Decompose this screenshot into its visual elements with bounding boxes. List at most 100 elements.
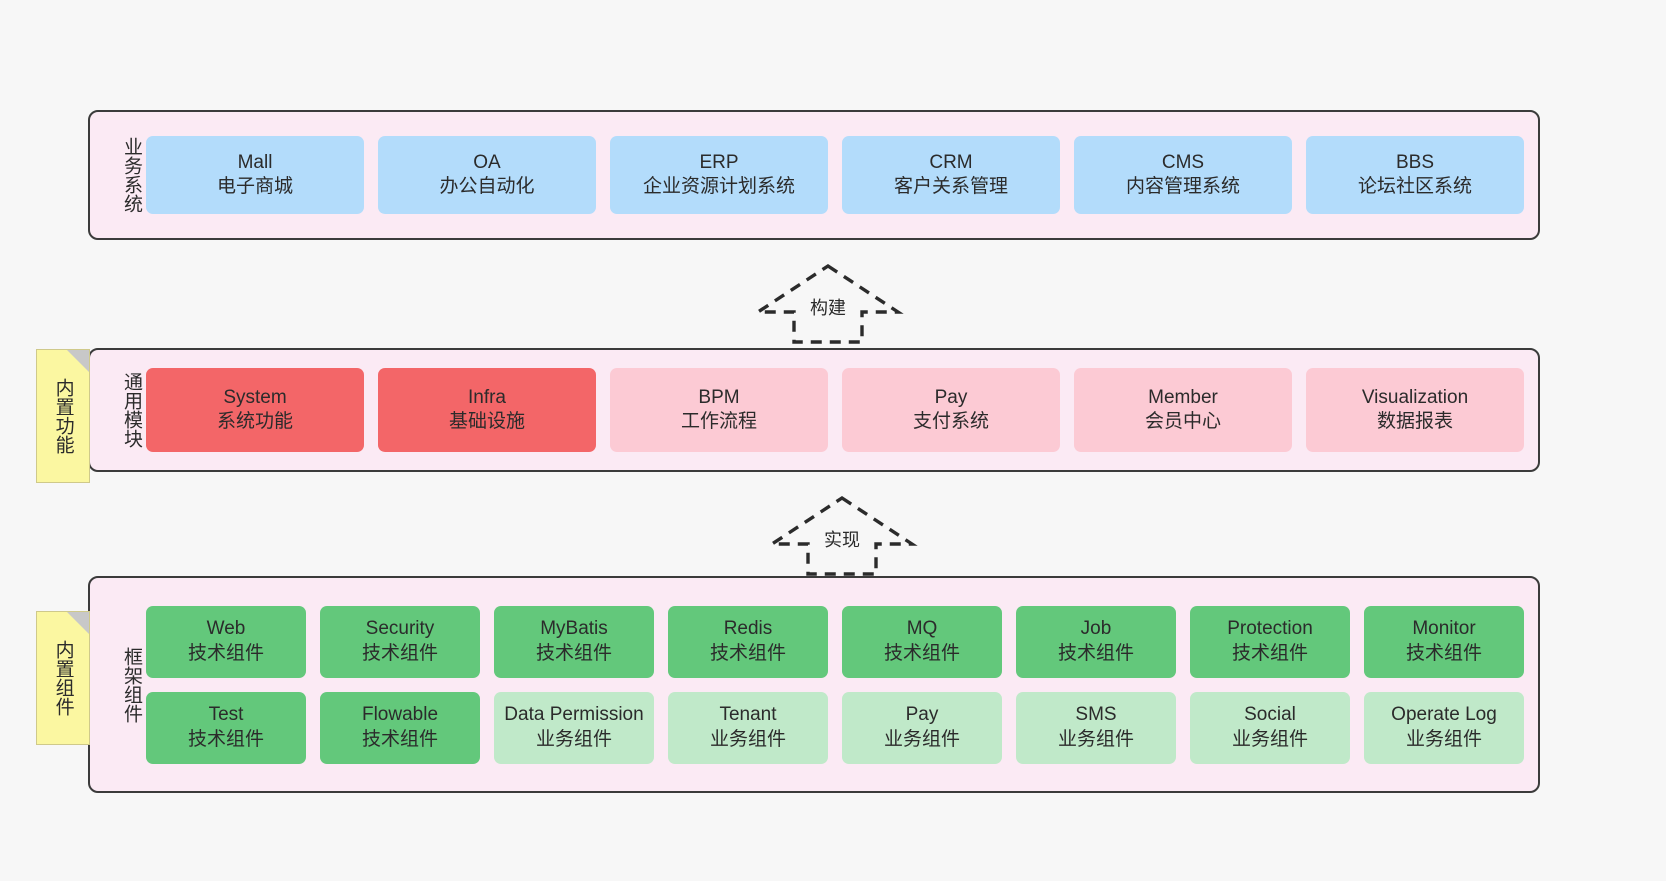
business-card-oa-title: OA <box>473 151 501 173</box>
module-card-bpm[interactable]: BPM 工作流程 <box>610 368 828 452</box>
framework-card-test[interactable]: Test 技术组件 <box>146 691 306 764</box>
module-card-member-title: Member <box>1148 386 1218 408</box>
business-card-row: Mall 电子商城 OA 办公自动化 ERP 企业资源计划系统 CRM 客户关系… <box>146 136 1524 214</box>
business-card-cms-title: CMS <box>1161 151 1205 173</box>
module-card-row: System 系统功能 Infra 基础设施 BPM 工作流程 Pay 支付系统… <box>146 368 1524 452</box>
framework-card-pay-title: Pay <box>905 704 939 726</box>
framework-card-security-title: Security <box>365 618 435 640</box>
framework-card-mybatis[interactable]: MyBatis 技术组件 <box>494 605 654 678</box>
framework-card-flowable[interactable]: Flowable 技术组件 <box>320 691 480 764</box>
note-builtin-function: 内置功能 <box>36 349 90 483</box>
framework-card-data-permission-subtitle: 业务组件 <box>535 728 612 750</box>
business-card-oa[interactable]: OA 办公自动化 <box>378 136 596 214</box>
module-card-pay-subtitle: 支付系统 <box>912 411 989 432</box>
module-card-infra[interactable]: Infra 基础设施 <box>378 368 596 452</box>
business-card-crm-title: CRM <box>929 151 973 173</box>
band-framework-components: 框架组件 Web 技术组件 Security 技术组件 MyBatis 技术组 <box>88 576 1540 793</box>
framework-card-redis-subtitle: 技术组件 <box>709 642 786 664</box>
business-card-oa-subtitle: 办公自动化 <box>439 176 535 197</box>
framework-card-job[interactable]: Job 技术组件 <box>1016 605 1176 678</box>
framework-card-tenant-subtitle: 业务组件 <box>709 728 786 750</box>
framework-card-test-title: Test <box>208 704 244 726</box>
band-common-modules-label: 通用模块 <box>121 372 142 448</box>
framework-card-flowable-subtitle: 技术组件 <box>361 728 438 750</box>
business-card-erp-title: ERP <box>699 151 739 173</box>
note-fold-corner-icon <box>67 350 89 372</box>
framework-card-stack: Web 技术组件 Security 技术组件 MyBatis 技术组件 Redi… <box>146 605 1524 764</box>
framework-card-web-title: Web <box>206 618 246 640</box>
framework-card-operate-log-subtitle: 业务组件 <box>1405 728 1482 750</box>
module-card-bpm-subtitle: 工作流程 <box>680 411 757 432</box>
module-card-member[interactable]: Member 会员中心 <box>1074 368 1292 452</box>
business-card-mall[interactable]: Mall 电子商城 <box>146 136 364 214</box>
framework-card-tenant[interactable]: Tenant 业务组件 <box>668 691 828 764</box>
module-card-system-subtitle: 系统功能 <box>216 411 293 432</box>
framework-card-pay[interactable]: Pay 业务组件 <box>842 691 1002 764</box>
band-framework-components-body: Web 技术组件 Security 技术组件 MyBatis 技术组件 Redi… <box>142 578 1538 791</box>
business-card-cms-subtitle: 内容管理系统 <box>1125 176 1240 197</box>
framework-card-test-subtitle: 技术组件 <box>187 728 264 750</box>
module-card-infra-title: Infra <box>467 386 507 408</box>
note-builtin-component-text: 内置组件 <box>52 640 74 716</box>
connector-build-label: 构建 <box>810 298 846 318</box>
framework-card-mq-subtitle: 技术组件 <box>883 642 960 664</box>
framework-card-job-subtitle: 技术组件 <box>1057 642 1134 664</box>
framework-card-sms-subtitle: 业务组件 <box>1057 728 1134 750</box>
framework-card-mq-title: MQ <box>906 618 938 640</box>
framework-card-social-subtitle: 业务组件 <box>1231 728 1308 750</box>
framework-card-mybatis-title: MyBatis <box>540 618 608 640</box>
band-business-system-body: Mall 电子商城 OA 办公自动化 ERP 企业资源计划系统 CRM 客户关系… <box>142 112 1538 238</box>
business-card-erp-subtitle: 企业资源计划系统 <box>642 176 795 197</box>
business-card-mall-subtitle: 电子商城 <box>216 176 293 197</box>
note-fold-corner-icon <box>67 612 89 634</box>
note-builtin-function-text: 内置功能 <box>52 378 74 454</box>
business-card-cms[interactable]: CMS 内容管理系统 <box>1074 136 1292 214</box>
module-card-visualization-subtitle: 数据报表 <box>1376 411 1453 432</box>
framework-card-protection[interactable]: Protection 技术组件 <box>1190 605 1350 678</box>
framework-card-monitor-title: Monitor <box>1412 618 1476 640</box>
framework-card-job-title: Job <box>1080 618 1112 640</box>
module-card-member-subtitle: 会员中心 <box>1144 411 1221 432</box>
framework-card-web[interactable]: Web 技术组件 <box>146 605 306 678</box>
framework-card-data-permission[interactable]: Data Permission 业务组件 <box>494 691 654 764</box>
business-card-crm[interactable]: CRM 客户关系管理 <box>842 136 1060 214</box>
band-common-modules-body: System 系统功能 Infra 基础设施 BPM 工作流程 Pay 支付系统… <box>142 350 1538 470</box>
framework-card-row-business: Test 技术组件 Flowable 技术组件 Data Permission … <box>146 691 1524 764</box>
band-common-modules: 通用模块 System 系统功能 Infra 基础设施 BPM 工作流程 Pay <box>88 348 1540 472</box>
framework-card-redis[interactable]: Redis 技术组件 <box>668 605 828 678</box>
module-card-system-title: System <box>223 386 287 408</box>
module-card-system[interactable]: System 系统功能 <box>146 368 364 452</box>
module-card-visualization-title: Visualization <box>1361 386 1469 408</box>
note-builtin-component: 内置组件 <box>36 611 90 745</box>
framework-card-flowable-title: Flowable <box>361 704 439 726</box>
business-card-erp[interactable]: ERP 企业资源计划系统 <box>610 136 828 214</box>
framework-card-data-permission-title: Data Permission <box>504 704 644 726</box>
framework-card-operate-log[interactable]: Operate Log 业务组件 <box>1364 691 1524 764</box>
business-card-mall-title: Mall <box>237 151 273 173</box>
framework-card-mq[interactable]: MQ 技术组件 <box>842 605 1002 678</box>
framework-card-row-tech: Web 技术组件 Security 技术组件 MyBatis 技术组件 Redi… <box>146 605 1524 678</box>
connector-implement-label: 实现 <box>824 530 860 550</box>
framework-card-mybatis-subtitle: 技术组件 <box>535 642 612 664</box>
business-card-crm-subtitle: 客户关系管理 <box>893 176 1008 197</box>
framework-card-pay-subtitle: 业务组件 <box>883 728 960 750</box>
framework-card-web-subtitle: 技术组件 <box>187 642 264 664</box>
framework-card-sms[interactable]: SMS 业务组件 <box>1016 691 1176 764</box>
business-card-bbs-title: BBS <box>1395 151 1435 173</box>
framework-card-protection-subtitle: 技术组件 <box>1231 642 1308 664</box>
module-card-visualization[interactable]: Visualization 数据报表 <box>1306 368 1524 452</box>
module-card-pay-title: Pay <box>934 386 968 408</box>
framework-card-monitor[interactable]: Monitor 技术组件 <box>1364 605 1524 678</box>
business-card-bbs[interactable]: BBS 论坛社区系统 <box>1306 136 1524 214</box>
framework-card-redis-title: Redis <box>723 618 773 640</box>
framework-card-operate-log-title: Operate Log <box>1391 704 1497 726</box>
framework-card-social[interactable]: Social 业务组件 <box>1190 691 1350 764</box>
framework-card-protection-title: Protection <box>1227 618 1313 640</box>
framework-card-security[interactable]: Security 技术组件 <box>320 605 480 678</box>
band-business-system: 业务系统 Mall 电子商城 OA 办公自动化 ERP 企业资源计划系统 CRM <box>88 110 1540 240</box>
framework-card-tenant-title: Tenant <box>719 704 777 726</box>
framework-card-social-title: Social <box>1244 704 1296 726</box>
module-card-pay[interactable]: Pay 支付系统 <box>842 368 1060 452</box>
framework-card-sms-title: SMS <box>1075 704 1117 726</box>
